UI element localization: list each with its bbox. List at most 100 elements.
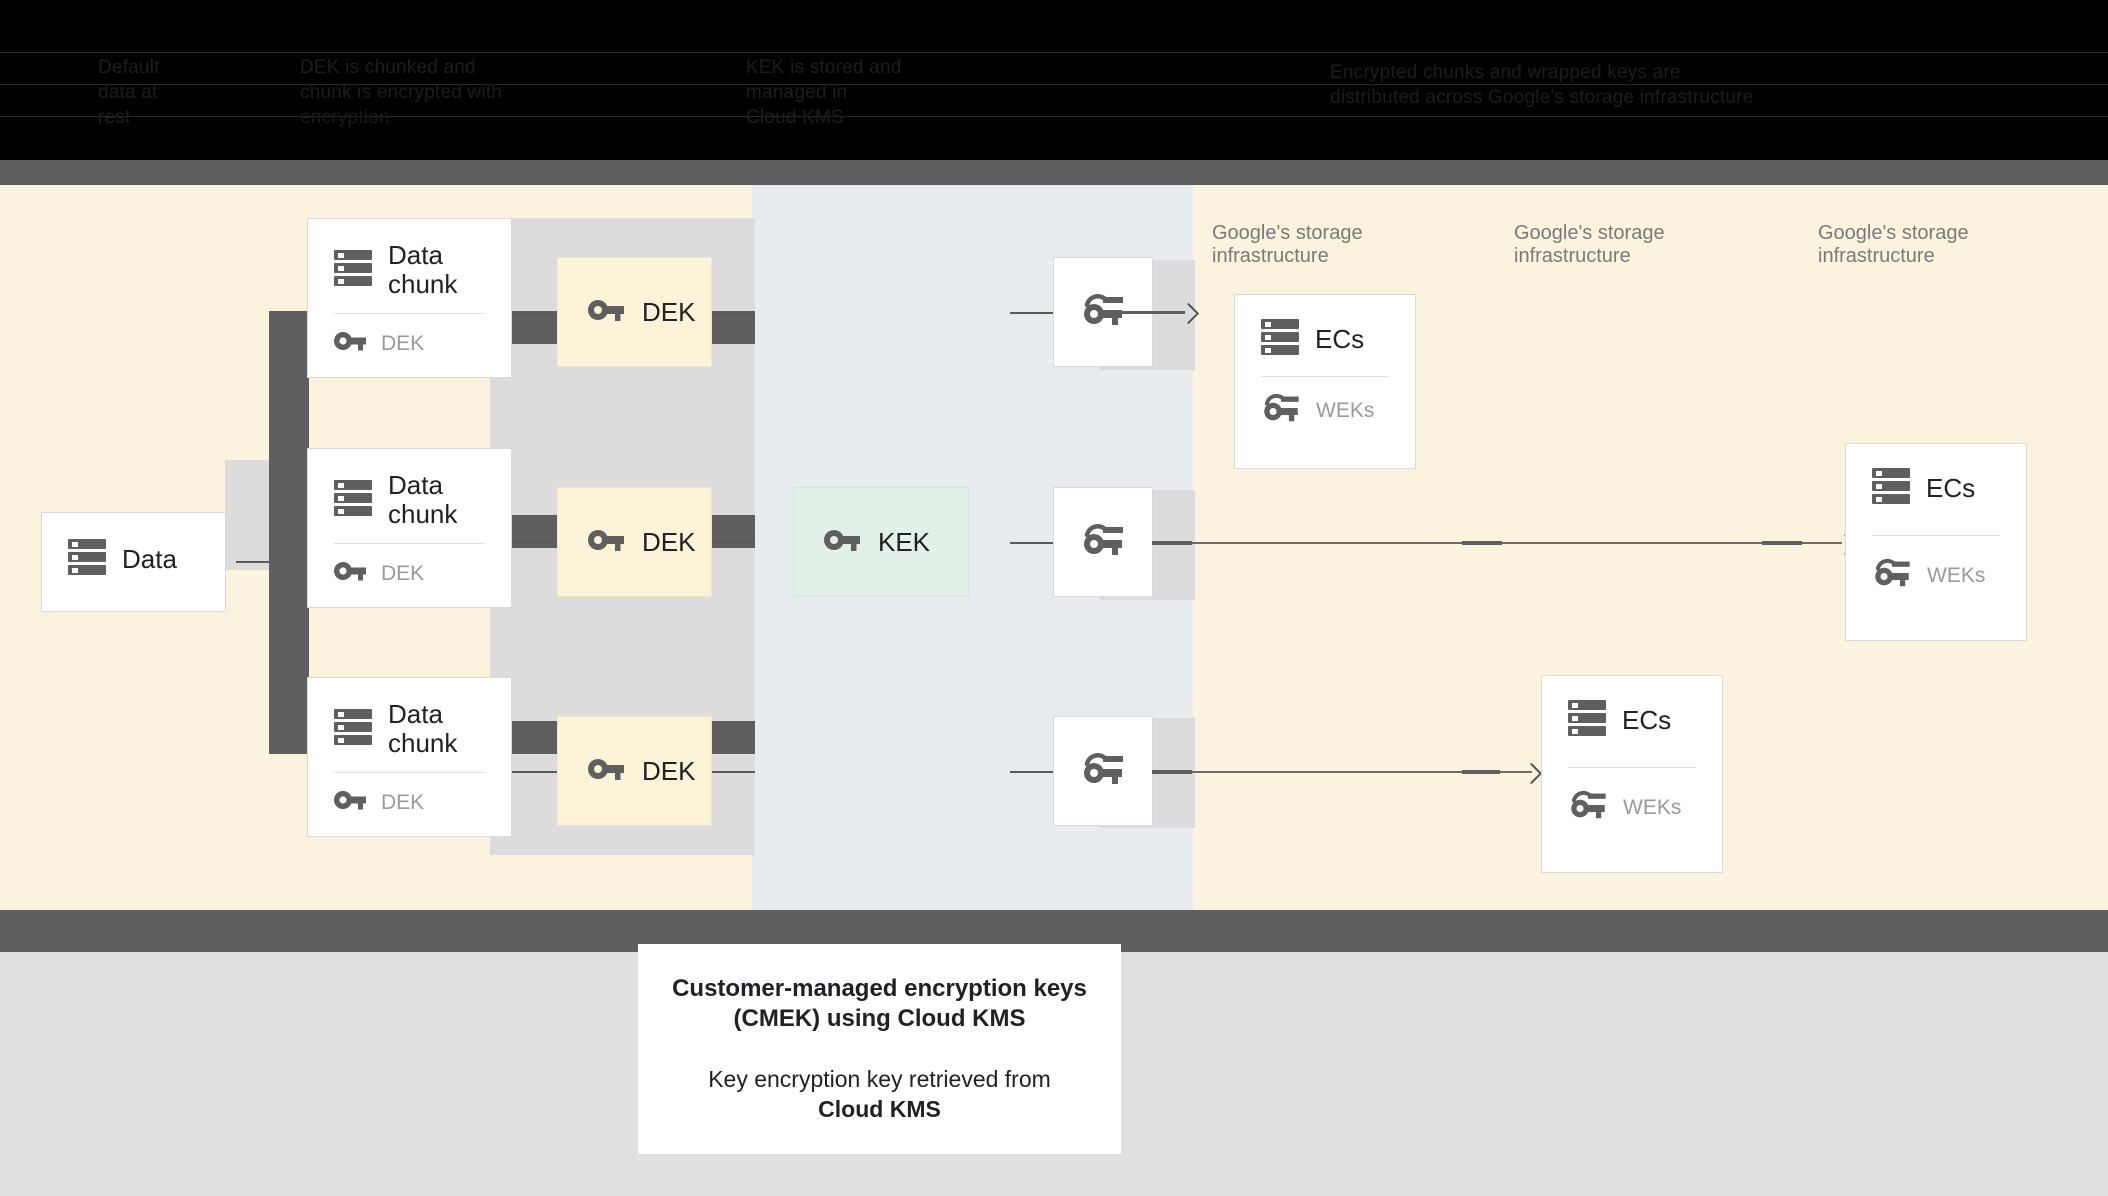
- ec-card-header-1: ECs: [1235, 295, 1415, 362]
- ec-card-title-2: ECs: [1926, 473, 1976, 503]
- dek-label-1: DEK: [642, 296, 696, 327]
- data-chunk-title-1: Data chunk: [388, 240, 458, 299]
- connector-chunk3-to-dek3: [512, 771, 557, 773]
- data-chunk-title-3: Data chunk: [388, 699, 458, 758]
- dek-label-2: DEK: [642, 526, 696, 557]
- card-divider: [1568, 767, 1696, 768]
- data-card[interactable]: Data: [41, 512, 226, 612]
- key-icon: [334, 789, 366, 816]
- header-text-line: distributed across Google's storage infr…: [1330, 87, 1754, 108]
- key-icon: [824, 528, 860, 557]
- connector-kek-to-wek2: [1010, 542, 1055, 544]
- dek-box-2[interactable]: DEK: [557, 487, 712, 597]
- wrapped-key-icon: [1261, 393, 1301, 428]
- arrow-head-3: [1520, 762, 1543, 785]
- card-divider: [334, 313, 485, 314]
- arrow-line-3-stub: [1152, 770, 1192, 774]
- data-chunk-card-2[interactable]: Data chunk DEK: [307, 448, 512, 608]
- connector-dek3-out: [712, 771, 755, 773]
- data-chunk-footer-2: DEK: [308, 544, 511, 587]
- card-divider: [334, 772, 485, 773]
- ec-card-3[interactable]: ECs WEKs: [1541, 675, 1723, 873]
- dek-label-3: DEK: [642, 755, 696, 786]
- caption-title-line2: (CMEK) using Cloud KMS: [733, 1005, 1026, 1032]
- data-chunk-card-3[interactable]: Data chunk DEK: [307, 677, 512, 837]
- header-column-2: DEK is chunked and chunk is encrypted wi…: [300, 55, 502, 130]
- data-chunk-header-3: Data chunk: [308, 678, 511, 758]
- server-stack-icon: [68, 537, 106, 582]
- arrow-line-2-mid: [1462, 541, 1502, 545]
- ec-card-sub-1: WEKs: [1316, 398, 1375, 422]
- wrapped-key-icon: [1081, 752, 1125, 791]
- header-text-line: Encrypted chunks and wrapped keys are: [1330, 62, 1681, 83]
- kek-label: KEK: [878, 526, 931, 557]
- ec-card-footer-1: WEKs: [1235, 377, 1415, 428]
- wek-card-3[interactable]: [1053, 716, 1153, 826]
- header-text-line: Cloud KMS: [746, 107, 844, 128]
- data-chunk-card-1[interactable]: Data chunk DEK: [307, 218, 512, 378]
- ec-card-2[interactable]: ECs WEKs: [1845, 443, 2027, 641]
- arrow-line-2-end: [1762, 541, 1802, 545]
- caption-sub-line2: Cloud KMS: [818, 1096, 941, 1122]
- data-chunk-title-2: Data chunk: [388, 470, 458, 529]
- data-chunk-footer-3: DEK: [308, 773, 511, 816]
- caption-box: Customer-managed encryption keys (CMEK) …: [638, 944, 1121, 1154]
- ec-card-1[interactable]: ECs WEKs: [1234, 294, 1416, 469]
- data-chunk-sub-3: DEK: [381, 790, 425, 814]
- header-rule: [0, 52, 2108, 53]
- header-text-line: DEK is chunked and: [300, 57, 476, 78]
- header-band: Default data at rest DEK is chunked and …: [0, 0, 2108, 160]
- main-canvas: Data Data chunk: [0, 185, 2108, 910]
- wek-card-2[interactable]: [1053, 487, 1153, 597]
- wrapped-key-icon: [1081, 523, 1125, 562]
- card-divider: [1872, 535, 2000, 536]
- header-column-3: KEK is stored and managed in Cloud KMS: [746, 55, 901, 130]
- data-card-title: Data: [122, 544, 177, 574]
- server-stack-icon: [1568, 698, 1606, 743]
- server-stack-icon: [334, 707, 372, 752]
- connector-data-to-fanout: [236, 561, 276, 563]
- header-text-line: Default: [98, 57, 160, 78]
- connector-kek-to-wek1: [1010, 312, 1055, 314]
- ec-card-sub-3: WEKs: [1623, 795, 1682, 819]
- data-card-header: Data: [42, 513, 225, 582]
- header-column-4: Encrypted chunks and wrapped keys are di…: [1330, 60, 1753, 110]
- ec-card-sub-2: WEKs: [1927, 563, 1986, 587]
- connector-dek2-out: [712, 542, 755, 544]
- caption-sub-line1: Key encryption key retrieved from: [708, 1066, 1051, 1092]
- ec-card-title-1: ECs: [1315, 324, 1365, 354]
- header-rule: [0, 84, 2108, 85]
- connector-kek-to-wek3: [1010, 771, 1055, 773]
- header-text-line: data at: [98, 82, 158, 103]
- arrow-line-2-stub: [1152, 541, 1192, 545]
- wrapped-key-icon: [1872, 558, 1912, 593]
- data-chunk-sub-1: DEK: [381, 331, 425, 355]
- key-icon: [334, 560, 366, 587]
- data-chunk-sub-2: DEK: [381, 561, 425, 585]
- data-chunk-footer-1: DEK: [308, 314, 511, 357]
- caption-title-line1: Customer-managed encryption keys: [672, 975, 1087, 1002]
- infra-label-2: Google's storage infrastructure: [1514, 222, 1665, 267]
- key-icon: [588, 757, 624, 786]
- header-separator-strip: [0, 160, 2108, 185]
- dek-box-3[interactable]: DEK: [557, 716, 712, 826]
- server-stack-icon: [1261, 317, 1299, 362]
- server-stack-icon: [334, 478, 372, 523]
- header-text-line: encryption: [300, 107, 390, 128]
- connector-chunk1-to-dek1: [512, 312, 557, 314]
- header-rule: [0, 116, 2108, 117]
- card-divider: [334, 543, 485, 544]
- arrow-line-3: [1152, 771, 1532, 773]
- connector-chunk2-to-dek2: [512, 542, 557, 544]
- kek-box[interactable]: KEK: [793, 487, 969, 597]
- arrow-line-1: [1100, 311, 1185, 314]
- ec-card-header-2: ECs: [1846, 444, 2026, 511]
- key-icon: [588, 298, 624, 327]
- infra-label-1: Google's storage infrastructure: [1212, 222, 1363, 267]
- data-chunk-header-2: Data chunk: [308, 449, 511, 529]
- server-stack-icon: [1872, 466, 1910, 511]
- ec-card-header-3: ECs: [1542, 676, 1722, 743]
- dek-box-1[interactable]: DEK: [557, 257, 712, 367]
- connector-dek1-out: [712, 312, 755, 314]
